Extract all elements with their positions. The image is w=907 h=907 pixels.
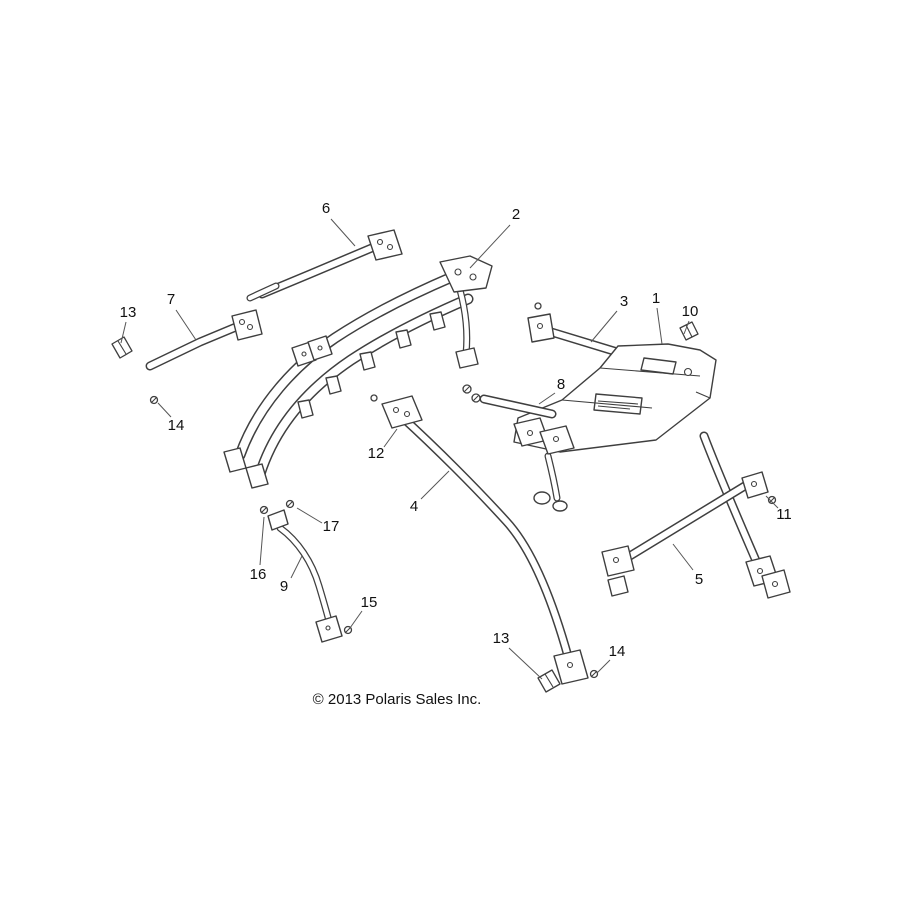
- callout-label-2: 2: [512, 206, 520, 223]
- callout-leader-17: [296, 507, 323, 524]
- callout-leader-5: [672, 543, 694, 571]
- callout-leader-15: [349, 610, 363, 629]
- callout-label-9: 9: [280, 578, 288, 595]
- part-13-clamp-top: [111, 336, 133, 359]
- part-9-support-tube: [267, 509, 343, 643]
- callout-leader-11: [765, 495, 779, 509]
- callout-label-7: 7: [167, 291, 175, 308]
- callout-label-14: 14: [168, 417, 185, 434]
- part-9-top-flange: [267, 509, 289, 531]
- callout-leader-13: [120, 321, 127, 344]
- part-16-bolt: [259, 505, 269, 515]
- part-2-main-cab-frame: [223, 255, 493, 489]
- callout-leader-12: [383, 428, 398, 448]
- part-3-cross-tube: [527, 302, 650, 362]
- part-11-screw: [767, 495, 777, 505]
- callout-label-3: 3: [620, 293, 628, 310]
- callout-label-5: 5: [695, 571, 703, 588]
- part-5-cross-tube: [601, 471, 769, 597]
- callout-label-6: 6: [322, 200, 330, 217]
- part-2-top-bracket: [439, 255, 493, 293]
- callout-leader-16: [259, 516, 265, 566]
- part-14-screw-top: [149, 395, 159, 405]
- part-6-end-bracket: [367, 229, 403, 261]
- callout-label-15: 15: [361, 594, 378, 611]
- callout-label-17: 17: [323, 518, 340, 535]
- callout-label-13: 13: [120, 304, 137, 321]
- callout-leader-13: [508, 647, 543, 680]
- part-4-diagonal-tube: [370, 394, 589, 685]
- callout-label-1: 1: [652, 290, 660, 307]
- callout-leader-14: [596, 659, 611, 674]
- part-17-bolt: [285, 499, 295, 509]
- part-14-screw-bottom: [589, 669, 599, 679]
- callout-label-13: 13: [493, 630, 510, 647]
- part-12-bracket: [381, 395, 423, 429]
- callout-leader-7: [175, 309, 197, 341]
- copyright-text: © 2013 Polaris Sales Inc.: [313, 691, 482, 708]
- part-7-left-tube: [150, 309, 263, 366]
- part-8-short-tube: [462, 384, 552, 414]
- callout-label-11: 11: [776, 506, 792, 523]
- callout-label-10: 10: [682, 303, 699, 320]
- part-6-upper-left-tube: [250, 229, 403, 298]
- callout-leader-2: [469, 224, 511, 269]
- part-13-clamp-bottom: [537, 669, 561, 693]
- callout-label-12: 12: [368, 445, 385, 462]
- callout-leader-8: [538, 392, 556, 405]
- callout-leader-6: [330, 218, 356, 247]
- callout-leader-14: [157, 402, 172, 418]
- callout-leader-3: [590, 310, 618, 343]
- part-10-fastener: [679, 321, 699, 341]
- part-1-dash-panel-assembly: [513, 343, 791, 599]
- callout-label-8: 8: [557, 376, 565, 393]
- callout-leader-10: [683, 320, 690, 335]
- callout-leader-9: [290, 555, 303, 579]
- callout-leader-4: [420, 470, 450, 500]
- part-7-end-bracket: [231, 309, 263, 341]
- callout-label-4: 4: [410, 498, 418, 515]
- callout-label-14: 14: [609, 643, 626, 660]
- callout-label-16: 16: [250, 566, 267, 583]
- callout-leader-1: [656, 307, 663, 345]
